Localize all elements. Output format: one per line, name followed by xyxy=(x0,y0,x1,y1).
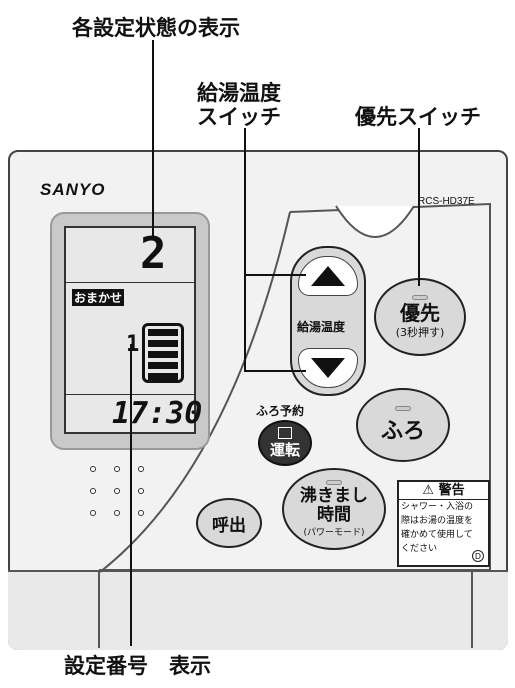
housing-bottom-notch xyxy=(98,572,473,648)
priority-switch-callout: 優先スイッチ xyxy=(355,105,481,129)
lcd-clock: 17:30 xyxy=(112,396,203,431)
status-display-leader xyxy=(152,40,154,236)
operation-button[interactable]: 運転 xyxy=(258,420,312,466)
priority-button-sublabel: (3秒押す) xyxy=(395,325,445,339)
temp-switch-callout-line1: 給湯温度 xyxy=(197,81,281,105)
reheat-button-line1: 沸きまし xyxy=(300,486,368,506)
status-display-callout: 各設定状態の表示 xyxy=(72,16,240,40)
priority-switch-leader xyxy=(418,128,420,286)
speaker-hole xyxy=(90,488,96,494)
d-mark-icon: D xyxy=(472,550,484,562)
lcd-temperature-level-bars xyxy=(142,323,184,383)
call-button[interactable]: 呼出 xyxy=(196,498,262,548)
speaker-hole xyxy=(90,510,96,516)
warning-label: ⚠ 警告 シャワー・入浴の 際はお湯の温度を 確かめて使用して ください D xyxy=(397,480,490,567)
lcd-temp-digit: 1 xyxy=(126,332,140,357)
brand-logo: SANYO xyxy=(40,180,106,199)
temp-switch-leader-down xyxy=(244,370,306,372)
setting-number-callout: 設定番号 表示 xyxy=(64,654,211,678)
setting-number-leader xyxy=(130,344,132,646)
housing-bottom-strip xyxy=(8,570,508,650)
priority-button[interactable]: 優先 (3秒押す) xyxy=(374,278,466,356)
temp-switch-callout-line2: スイッチ xyxy=(197,105,281,129)
arrow-up-icon xyxy=(311,266,345,286)
reheat-led-indicator xyxy=(326,480,342,485)
speaker-hole xyxy=(138,466,144,472)
temperature-label: 給湯温度 xyxy=(297,320,346,334)
lcd-setting-number: 2 xyxy=(140,228,167,279)
temp-switch-leader-up xyxy=(244,274,306,276)
operation-button-label: 運転 xyxy=(269,440,300,459)
bath-led-indicator xyxy=(395,405,411,411)
speaker-hole xyxy=(114,466,120,472)
lcd-mode-omakase: おまかせ xyxy=(72,289,125,306)
warning-line1: シャワー・入浴の xyxy=(401,502,474,512)
warning-line3: 確かめて使用して xyxy=(401,530,473,540)
warning-title: ⚠ 警告 xyxy=(399,482,488,500)
bath-button[interactable]: ふろ xyxy=(356,388,450,462)
speaker-hole xyxy=(114,510,120,516)
speaker-hole xyxy=(114,488,120,494)
arrow-down-icon xyxy=(311,358,345,378)
reheat-time-button[interactable]: 沸きまし 時間 (パワーモード) xyxy=(282,468,386,550)
speaker-hole xyxy=(138,510,144,516)
speaker-hole xyxy=(90,466,96,472)
call-button-label: 呼出 xyxy=(212,515,246,536)
priority-led-indicator xyxy=(412,294,428,300)
warning-line4: ください xyxy=(401,544,438,554)
model-number: RCS-HD37E xyxy=(418,196,475,207)
bath-reserve-label: ふろ予約 xyxy=(256,404,305,418)
lcd-separator-top xyxy=(66,282,194,283)
reheat-button-sublabel: (パワーモード) xyxy=(303,528,365,538)
reservation-icon xyxy=(278,426,292,439)
priority-button-label: 優先 xyxy=(400,300,440,325)
reheat-button-line2: 時間 xyxy=(317,505,351,525)
bath-button-label: ふろ xyxy=(380,418,425,444)
speaker-hole xyxy=(138,488,144,494)
warning-line2: 際はお湯の温度を xyxy=(401,516,474,526)
temp-switch-leader xyxy=(244,128,246,372)
